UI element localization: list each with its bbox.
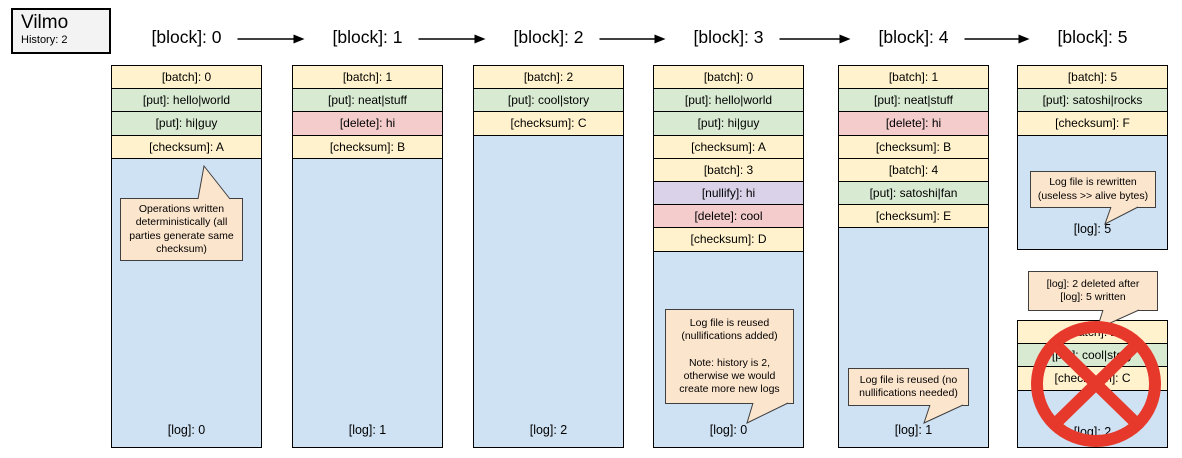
block-label-0: [block]: 0 xyxy=(151,27,222,47)
block-label-5: [block]: 5 xyxy=(1057,27,1128,47)
block-column-3: [batch]: 0[put]: hello|world[put]: hi|gu… xyxy=(653,65,804,448)
op-row-delete: [delete]: hi xyxy=(839,112,988,136)
legend-title: Vilmo xyxy=(21,12,69,33)
op-row-batch: [batch]: 3 xyxy=(654,158,803,182)
note-bubble-0-tail xyxy=(197,164,231,200)
block-column-4: [batch]: 1[put]: neat|stuff[delete]: hi[… xyxy=(838,65,989,448)
note-bubble-4-tail xyxy=(923,404,964,424)
op-row-delete: [delete]: cool xyxy=(654,205,803,229)
log-label: [log]: 1 xyxy=(348,423,387,437)
note-bubble-0: Operations written deterministically (al… xyxy=(120,198,243,261)
op-row-put: [put]: cool|story xyxy=(474,89,623,113)
block-column-1: [batch]: 1[put]: neat|stuff[delete]: hi[… xyxy=(292,65,443,448)
op-row-put: [put]: hello|world xyxy=(654,89,803,113)
log-label: [log]: 1 xyxy=(894,423,933,437)
block-label-3: [block]: 3 xyxy=(693,27,764,47)
op-row-checksum: [checksum]: A xyxy=(654,135,803,159)
log-file-area-0: [log]: 0 xyxy=(112,159,261,447)
op-row-checksum: [checksum]: C xyxy=(1018,367,1167,391)
block-column-0: [batch]: 0[put]: hello|world[put]: hi|gu… xyxy=(111,65,262,448)
note-bubble-4: Log file is reused (no nullifications ne… xyxy=(848,368,969,406)
op-row-put: [put]: hi|guy xyxy=(654,112,803,136)
block-label-2: [block]: 2 xyxy=(513,27,584,47)
op-row-delete: [delete]: hi xyxy=(293,112,442,136)
op-row-checksum: [checksum]: A xyxy=(112,135,261,159)
log-label: [log]: 2 xyxy=(1073,425,1112,439)
op-row-put: [put]: hello|world xyxy=(112,89,261,113)
log-file-area-2: [log]: 2 xyxy=(474,136,623,447)
note-bubble-deleted: [log]: 2 deleted after [log]: 5 written xyxy=(1028,271,1158,311)
op-row-batch: [batch]: 2 xyxy=(474,66,623,90)
op-row-batch: [batch]: 4 xyxy=(839,158,988,182)
note-bubble-3-tail xyxy=(746,402,789,424)
op-row-batch: [batch]: 0 xyxy=(112,66,261,90)
log-file-area-3: [log]: 0 xyxy=(654,252,803,448)
op-row-checksum: [checksum]: D xyxy=(654,228,803,252)
log-file-area-4: [log]: 1 xyxy=(839,228,988,447)
note-bubble-5-tail xyxy=(1104,206,1139,226)
op-row-checksum: [checksum]: F xyxy=(1018,112,1167,136)
op-row-checksum: [checksum]: C xyxy=(474,112,623,136)
op-row-batch: [batch]: 1 xyxy=(839,66,988,90)
block-column-5: [batch]: 5[put]: satoshi|rocks[checksum]… xyxy=(1017,65,1168,250)
op-row-put: [put]: hi|guy xyxy=(112,112,261,136)
op-row-put: [put]: neat|stuff xyxy=(839,89,988,113)
op-row-batch: [batch]: 2 xyxy=(1018,321,1167,345)
legend-subtitle: History: 2 xyxy=(21,34,68,46)
op-row-nullify: [nullify]: hi xyxy=(654,181,803,206)
legend-box: Vilmo History: 2 xyxy=(11,8,111,54)
log-label: [log]: 0 xyxy=(167,423,206,437)
block-column-2: [batch]: 2[put]: cool|story[checksum]: C… xyxy=(473,65,624,448)
block-column-deleted: [batch]: 2[put]: cool|story[checksum]: C… xyxy=(1017,320,1168,448)
op-row-batch: [batch]: 0 xyxy=(654,66,803,90)
log-file-area-5: [log]: 5 xyxy=(1018,136,1167,249)
op-row-batch: [batch]: 1 xyxy=(293,66,442,90)
op-row-batch: [batch]: 5 xyxy=(1018,66,1167,90)
log-file-area-1: [log]: 1 xyxy=(293,159,442,447)
op-row-checksum: [checksum]: B xyxy=(293,135,442,159)
note-bubble-5: Log file is rewritten (useless >> alive … xyxy=(1030,171,1156,208)
op-row-checksum: [checksum]: B xyxy=(839,135,988,159)
op-row-put: [put]: satoshi|fan xyxy=(839,181,988,206)
op-row-checksum: [checksum]: E xyxy=(839,205,988,229)
log-label: [log]: 0 xyxy=(709,423,748,437)
op-row-put: [put]: satoshi|rocks xyxy=(1018,89,1167,113)
note-bubble-3: Log file is reused (nullifications added… xyxy=(665,309,794,404)
op-row-put: [put]: cool|story xyxy=(1018,344,1167,368)
block-chain-arrows xyxy=(237,34,1030,44)
block-label-1: [block]: 1 xyxy=(332,27,403,47)
log-label: [log]: 5 xyxy=(1073,222,1112,236)
log-label: [log]: 2 xyxy=(529,423,568,437)
log-file-area-deleted: [log]: 2 xyxy=(1018,391,1167,447)
op-row-put: [put]: neat|stuff xyxy=(293,89,442,113)
block-label-4: [block]: 4 xyxy=(878,27,949,47)
